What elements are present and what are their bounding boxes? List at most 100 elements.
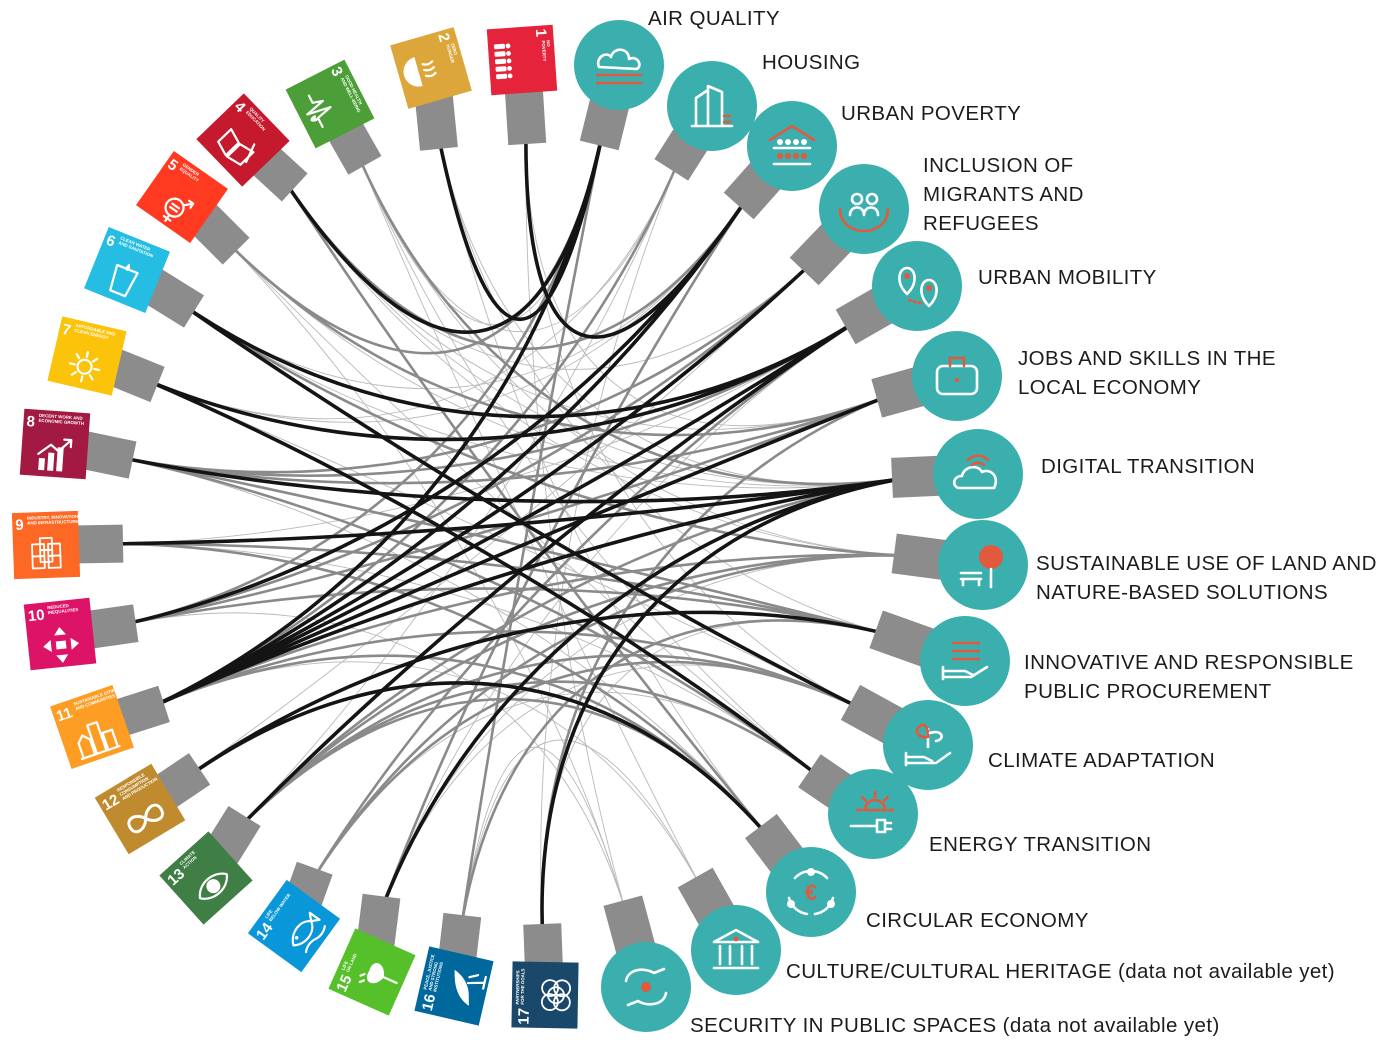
sdg-17-number: 17 bbox=[515, 1008, 532, 1025]
sdg-16-connector bbox=[438, 912, 482, 963]
link-sdg15-theme7 bbox=[377, 475, 914, 918]
sdg-9-number: 9 bbox=[15, 517, 24, 534]
book-icon bbox=[217, 128, 256, 166]
link-sdg1-theme3 bbox=[524, 122, 754, 339]
cloud-wifi-icon bbox=[952, 454, 998, 490]
theme-4-label: INCLUSION OF MIGRANTS AND REFUGEES bbox=[923, 154, 1084, 235]
clouds-icon bbox=[595, 48, 643, 85]
sdg-10-connector bbox=[83, 604, 139, 650]
theme-11-label: ENERGY TRANSITION bbox=[929, 833, 1152, 856]
sdg-1-connector bbox=[504, 84, 547, 146]
theme-3-circle[interactable] bbox=[747, 101, 837, 191]
link-sdg6-theme10 bbox=[175, 299, 870, 714]
link-sdg10-theme4 bbox=[114, 255, 820, 628]
link-sdg13-theme7 bbox=[232, 475, 914, 835]
link-sdg8-theme11 bbox=[111, 454, 828, 784]
sdg-17-title: PARTNERSHIPSFOR THE GOALS bbox=[515, 968, 526, 1004]
link-sdg16-theme13 bbox=[459, 739, 706, 936]
sdg-17-connector bbox=[523, 923, 563, 970]
theme-12-label: CIRCULAR ECONOMY bbox=[866, 909, 1089, 932]
sun-plug-icon bbox=[849, 790, 895, 834]
link-sdg8-theme6 bbox=[111, 391, 898, 485]
theme-7-circle[interactable] bbox=[933, 429, 1023, 519]
theme-5-circle[interactable] bbox=[872, 241, 962, 331]
theme-6-circle[interactable] bbox=[912, 331, 1002, 421]
infinity-icon bbox=[127, 803, 164, 834]
link-sdg4-theme3 bbox=[278, 172, 754, 351]
link-sdg12-theme9 bbox=[181, 610, 897, 782]
link-sdg11-theme10 bbox=[143, 630, 870, 714]
theme-8-circle[interactable] bbox=[938, 520, 1028, 610]
theme-9-label: INNOVATIVE AND RESPONSIBLE PUBLIC PROCUR… bbox=[1024, 651, 1354, 703]
sdg-8-title: DECENT WORK ANDECONOMIC GROWTH bbox=[38, 413, 84, 426]
link-sdg11-theme3 bbox=[143, 189, 754, 712]
link-sdg1-theme6 bbox=[525, 123, 897, 427]
protect-hands-icon bbox=[624, 967, 668, 1007]
sdg-17-tile[interactable]: 17 PARTNERSHIPSFOR THE GOALS bbox=[511, 961, 579, 1029]
theme-10-circle[interactable] bbox=[883, 700, 973, 790]
link-sdg13-theme5 bbox=[232, 315, 865, 835]
tree-icon bbox=[358, 963, 398, 985]
theme-8-label: SUSTAINABLE USE OF LAND AND NATURE-BASED… bbox=[1036, 552, 1377, 604]
sdg-8-connector bbox=[76, 430, 137, 479]
theme-13-label: CULTURE/CULTURAL HERITAGE (data not avai… bbox=[786, 960, 1335, 983]
rings-icon bbox=[540, 979, 572, 1012]
link-sdg11-theme6 bbox=[143, 391, 898, 712]
sdg-9-connector bbox=[71, 524, 124, 564]
theme-14-circle[interactable] bbox=[601, 942, 691, 1032]
link-sdg3-theme2 bbox=[354, 147, 683, 333]
family-icon bbox=[493, 43, 513, 80]
sdg-11-number: 11 bbox=[54, 704, 75, 725]
bowl-icon bbox=[403, 57, 437, 87]
fish-icon bbox=[291, 911, 326, 954]
link-sdg13-theme12 bbox=[232, 697, 775, 844]
cubes-icon bbox=[31, 536, 62, 570]
theme-circles: € bbox=[574, 20, 1028, 1032]
theme-2-circle[interactable] bbox=[667, 61, 757, 151]
theme-14-label: SECURITY IN PUBLIC SPACES (data not avai… bbox=[690, 1014, 1220, 1037]
theme-13-circle[interactable] bbox=[691, 905, 781, 995]
sdg-1-title: NOPOVERTY bbox=[541, 40, 552, 62]
theme-3-label: URBAN POVERTY bbox=[841, 102, 1022, 125]
link-sdg9-theme7 bbox=[101, 475, 914, 546]
sdg-7-number: 7 bbox=[60, 321, 72, 339]
tree-bench-icon bbox=[959, 545, 1003, 589]
theme-9-circle[interactable] bbox=[920, 616, 1010, 706]
growth-chart-icon bbox=[37, 438, 73, 472]
theme-6-label: JOBS AND SKILLS IN THE LOCAL ECONOMY bbox=[1018, 347, 1276, 399]
theme-10-label: CLIMATE ADAPTATION bbox=[988, 749, 1216, 772]
link-sdg3-theme7 bbox=[353, 146, 914, 486]
briefcase-icon bbox=[935, 356, 979, 396]
link-sdg10-theme9 bbox=[114, 587, 897, 638]
hands-people-icon bbox=[838, 192, 890, 233]
link-sdg10-theme3 bbox=[114, 189, 754, 628]
euro-cycle-icon: € bbox=[787, 868, 835, 916]
dove-icon bbox=[454, 969, 487, 1006]
theme-1-circle[interactable] bbox=[574, 20, 664, 110]
theme-12-circle[interactable]: € bbox=[766, 847, 856, 937]
theme-11-circle[interactable] bbox=[828, 769, 918, 859]
link-sdg11-theme7 bbox=[143, 475, 914, 712]
link-sdg16-theme1 bbox=[458, 124, 606, 937]
map-pins-icon bbox=[898, 266, 938, 308]
theme-4-circle[interactable] bbox=[819, 164, 909, 254]
buildings-icon bbox=[690, 84, 734, 128]
water-glass-icon bbox=[109, 263, 139, 298]
heartbeat-icon bbox=[306, 94, 332, 128]
sdg-8-number: 8 bbox=[26, 413, 36, 431]
